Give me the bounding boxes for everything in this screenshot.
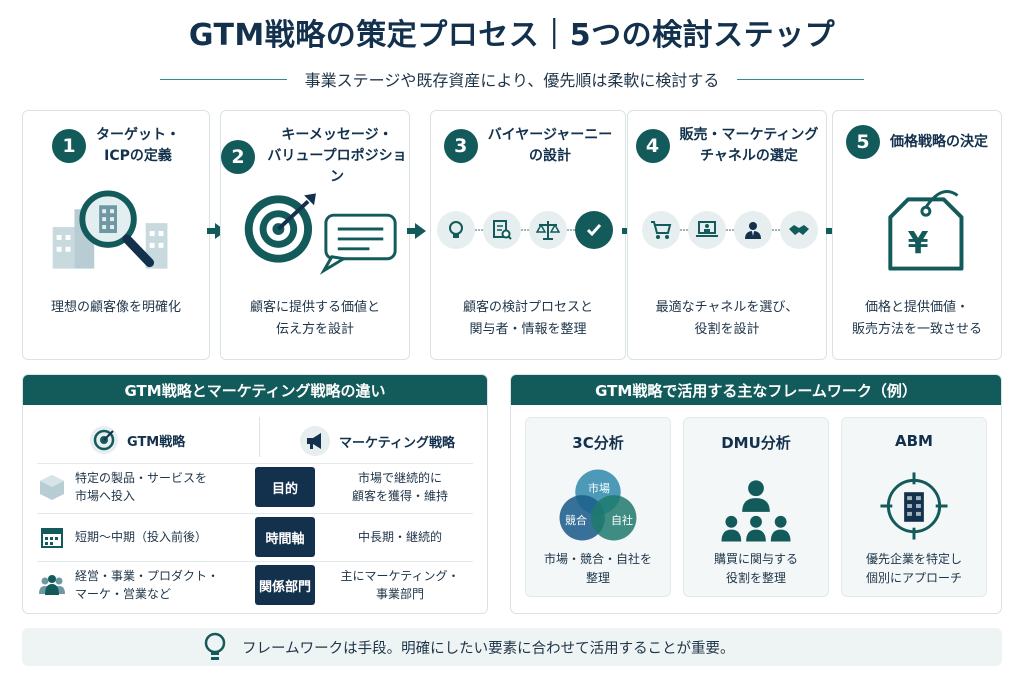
lightbulb-icon (437, 211, 475, 249)
step-1-card: 1 ターゲット・ICPの定義 理想の顧客像を明確化 (22, 110, 210, 360)
target-icon (90, 426, 118, 454)
org-chart-icon (721, 480, 791, 542)
step-5-number: 5 (846, 125, 880, 159)
footer-note: フレームワークは手段。明確にしたい要素に合わせて活用することが重要。 (22, 628, 1002, 666)
crosshair-building-icon (880, 472, 948, 540)
step-4-title: 販売・マーケティングチャネルの選定 (679, 127, 819, 164)
handshake-icon (780, 211, 818, 249)
step-arrow-2 (407, 223, 426, 239)
step-1-number: 1 (52, 129, 86, 163)
gtm-column-label: GTM戦略 (89, 425, 185, 455)
cart-icon (642, 211, 680, 249)
step-3-card: 3 バイヤージャーニーの設計 顧客の検討プロセスと関与者・情報を整理 (430, 110, 626, 360)
comparison-panel: GTM戦略とマーケティング戦略の違い GTM戦略 マーケティング戦略 特定の製品… (22, 374, 488, 614)
comparison-column-headers: GTM戦略 マーケティング戦略 (23, 415, 487, 459)
step-1-header: 1 ターゲット・ICPの定義 (23, 125, 209, 167)
framework-abm-title: ABM (895, 432, 933, 450)
subtitle: 事業ステージや既存資産により、優先順は柔軟に検討する (304, 71, 720, 90)
step-1-description: 理想の顧客像を明確化 (50, 300, 181, 315)
comparison-row-timeframe: 短期〜中期（投入前後） 時間軸 中長期・継続的 (37, 513, 473, 559)
step-2-card: 2 キーメッセージ・バリュープロポジション 顧客に提供する価値と伝え方を設計 (220, 110, 410, 360)
team-icon (39, 575, 65, 595)
step-2-header: 2 キーメッセージ・バリュープロポジション (221, 125, 409, 188)
timeframe-marketing-text: 中長期・継続的 (357, 530, 442, 544)
comparison-row-departments: 経営・事業・プロダクト・マーケ・営業など 関係部門 主にマーケティング・事業部門 (37, 561, 473, 607)
channel-icons (642, 211, 818, 249)
venn-label-market: 市場 (588, 482, 610, 495)
page-title: GTM戦略の策定プロセス｜5つの検討ステップ (188, 18, 836, 53)
document-search-icon (483, 211, 521, 249)
lightbulb-icon (204, 632, 226, 660)
venn-label-competitor: 競合 (565, 514, 587, 527)
step-5-title: 価格戦略の決定 (890, 133, 988, 150)
subtitle-rule-right (737, 78, 865, 80)
framework-abm-description: 優先企業を特定し個別にアプローチ (865, 552, 962, 585)
venn-label-company: 自社 (611, 514, 633, 527)
megaphone-icon (300, 426, 330, 456)
subtitle-row: 事業ステージや既存資産により、優先順は柔軟に検討する (160, 66, 865, 92)
yen-symbol: ¥ (907, 226, 929, 261)
timeframe-label: 時間軸 (255, 517, 315, 557)
venn-diagram-icon (559, 469, 637, 541)
checkmark-icon (575, 211, 613, 249)
step-4-card: 4 販売・マーケティングチャネルの選定 最適なチャネルを選び、役割を設計 (627, 110, 827, 360)
step-4-number: 4 (635, 129, 670, 163)
framework-3c-description: 市場・競合・自社を整理 (543, 552, 652, 585)
magnifier-buildings-icon (52, 190, 168, 269)
step-4-description: 最適なチャネルを選び、役割を設計 (655, 300, 799, 337)
departments-marketing-text: 主にマーケティング・事業部門 (340, 569, 460, 601)
framework-card-abm: ABM 優先企業を特定し個別にアプローチ (841, 417, 987, 597)
scale-icon (529, 211, 567, 249)
step-3-header: 3 バイヤージャーニーの設計 (431, 125, 625, 167)
step-5-description: 価格と提供価値・販売方法を一致させる (851, 300, 982, 337)
salesperson-icon (734, 211, 772, 249)
framework-dmu-description: 購買に関与する役割を整理 (713, 552, 798, 585)
framework-3c-title: 3C分析 (572, 434, 624, 452)
departments-gtm-text: 経営・事業・プロダクト・マーケ・営業など (75, 569, 220, 601)
purpose-gtm-text: 特定の製品・サービスを市場へ投入 (75, 471, 208, 503)
target-message-icon (244, 193, 397, 275)
purpose-marketing-text: 市場で継続的に顧客を獲得・維持 (351, 471, 448, 503)
step-4-header: 4 販売・マーケティングチャネルの選定 (628, 125, 826, 167)
subtitle-rule-left (160, 78, 287, 80)
laptop-user-icon (688, 211, 726, 249)
step-3-title: バイヤージャーニーの設計 (487, 127, 613, 164)
box-icon (40, 475, 64, 500)
framework-card-dmu: DMU分析 購買に関与する役割を整理 (683, 417, 829, 597)
step-5-card: 5 価格戦略の決定 ¥ 価格と提供価値・販売方法を一致させる (832, 110, 1002, 360)
step-3-number: 3 (443, 129, 478, 163)
calendar-icon (41, 528, 63, 548)
footer-text: フレームワークは手段。明確にしたい要素に合わせて活用することが重要。 (242, 640, 735, 657)
step-2-title: キーメッセージ・バリュープロポジション (267, 127, 407, 185)
marketing-column-label: マーケティング戦略 (299, 425, 455, 457)
comparison-row-purpose: 特定の製品・サービスを市場へ投入 目的 市場で継続的に顧客を獲得・維持 (37, 463, 473, 509)
comparison-header: GTM戦略とマーケティング戦略の違い (23, 375, 487, 405)
step-1-title: ターゲット・ICPの定義 (96, 127, 180, 164)
column-divider (259, 417, 260, 457)
frameworks-panel: GTM戦略で活用する主なフレームワーク（例） 3C分析 市場 競合 自社 市場・… (510, 374, 1002, 614)
process-steps: 1 ターゲット・ICPの定義 理想の顧客像を明確化 2 キーメッセージ・バリュー… (22, 110, 1002, 360)
framework-card-3c: 3C分析 市場 競合 自社 市場・競合・自社を整理 (525, 417, 671, 597)
step-5-header: 5 価格戦略の決定 (833, 125, 1001, 159)
purpose-label: 目的 (255, 467, 315, 507)
framework-dmu-title: DMU分析 (721, 434, 791, 452)
price-tag-icon (888, 190, 964, 271)
departments-label: 関係部門 (255, 565, 315, 605)
step-2-description: 顧客に提供する価値と伝え方を設計 (249, 300, 380, 337)
timeframe-gtm-text: 短期〜中期（投入前後） (75, 530, 208, 544)
step-3-description: 顧客の検討プロセスと関与者・情報を整理 (462, 300, 593, 337)
journey-icons (437, 211, 613, 249)
step-2-number: 2 (221, 139, 255, 174)
frameworks-header: GTM戦略で活用する主なフレームワーク（例） (511, 375, 1001, 405)
